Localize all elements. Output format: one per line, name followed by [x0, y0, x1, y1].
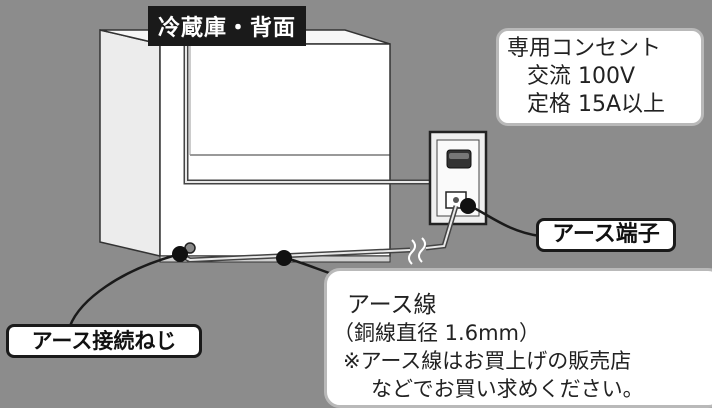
outlet-rating: 定格 15A以上 [527, 92, 666, 117]
outlet-title: 専用コンセント [507, 36, 662, 61]
ground-screw-label: アース接続ねじ [6, 324, 202, 358]
diagram-illustration [68, 28, 541, 327]
leader-dot-screw [172, 246, 188, 262]
ground-terminal-label: アース端子 [536, 218, 676, 252]
wire-note-line1: ※アース線はお買上げの販売店 [343, 349, 632, 373]
leader-dot-wire [276, 250, 292, 266]
outlet-ac-voltage: 交流 100V [527, 64, 636, 89]
wire-title: アース線 [347, 292, 437, 318]
wire-note-line2: などでお買い求めください。 [371, 377, 644, 401]
leader-dot-terminal [460, 198, 476, 214]
outlet-callout: 専用コンセント 交流 100V 定格 15A以上 [496, 28, 704, 126]
fridge-illustration [99, 29, 391, 263]
ground-wire-callout: アース線 （銅線直径 1.6mm） ※アース線はお買上げの販売店 などでお買い求… [324, 268, 712, 408]
wire-spec: （銅線直径 1.6mm） [333, 321, 540, 345]
wire-break-icon [408, 237, 426, 265]
fridge-back-label: 冷蔵庫・背面 [148, 6, 307, 46]
